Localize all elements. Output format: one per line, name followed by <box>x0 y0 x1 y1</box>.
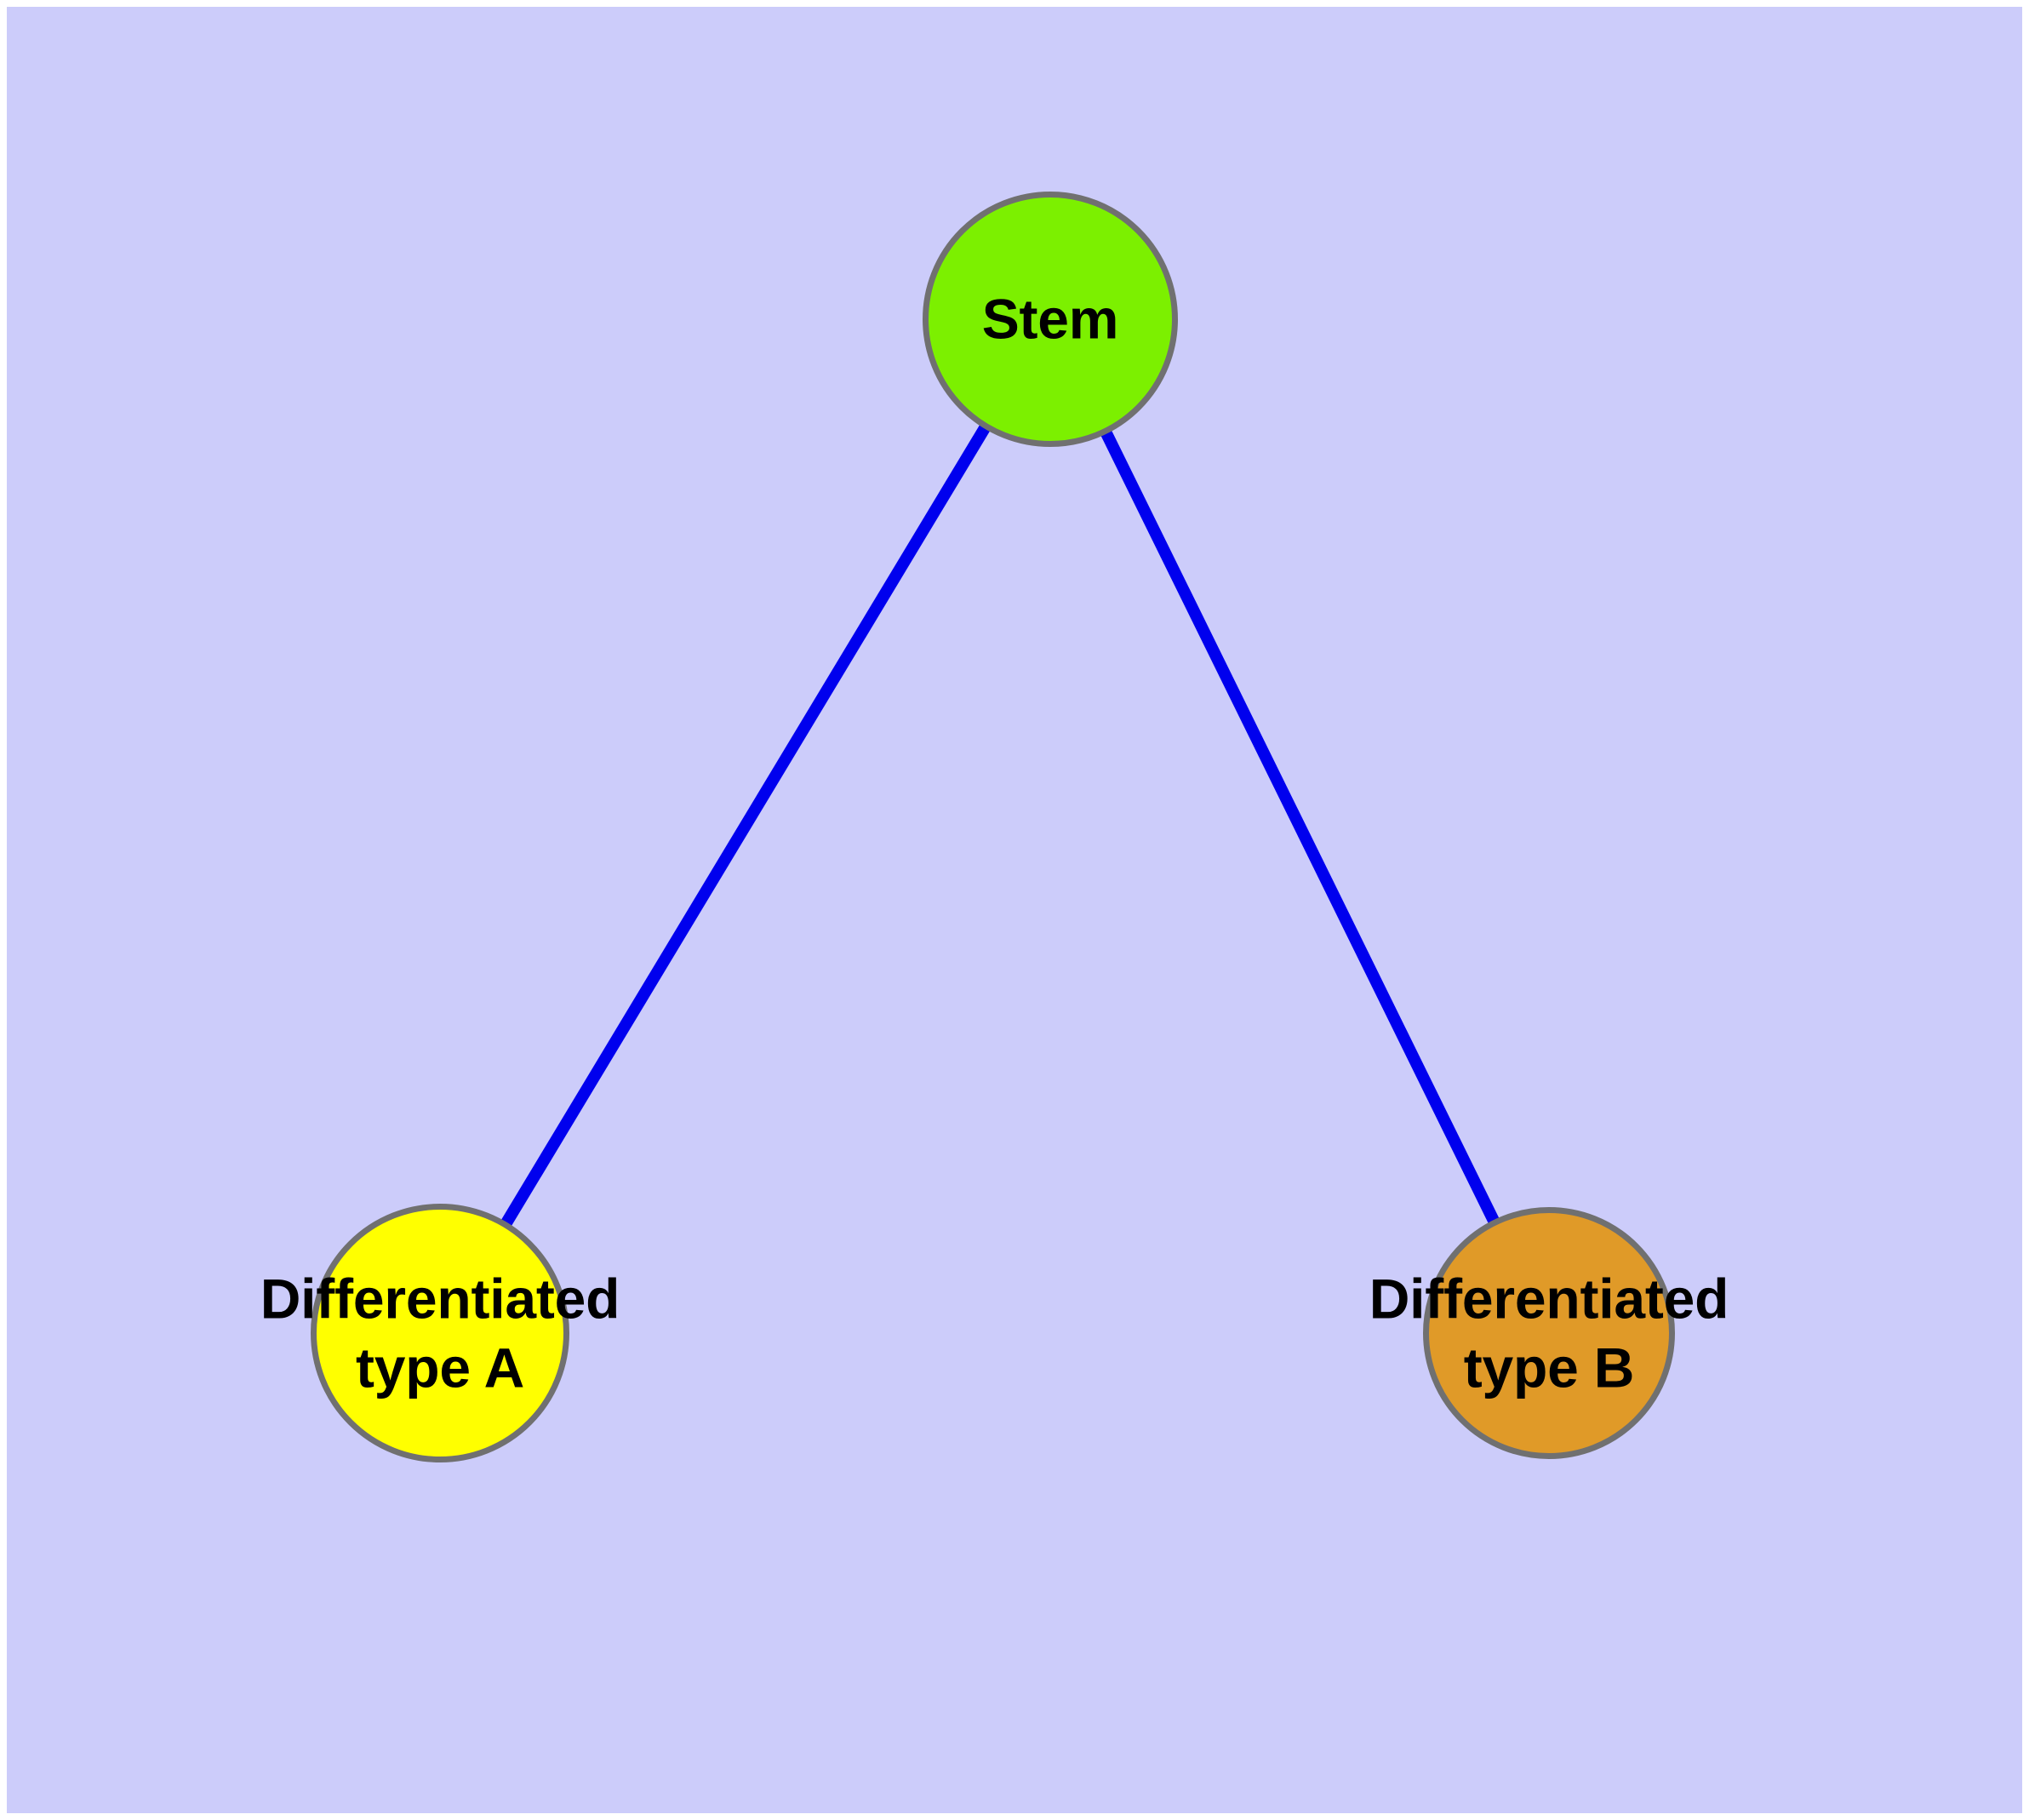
graph-node-diff_b[interactable] <box>1423 1207 1675 1459</box>
graph-node-diff_a[interactable] <box>311 1204 569 1462</box>
graph-node-stem[interactable] <box>923 192 1178 447</box>
node-layer <box>311 192 1675 1462</box>
graph-edge <box>1100 429 1500 1225</box>
graph-edge <box>500 424 991 1228</box>
edge-layer <box>500 424 1500 1228</box>
